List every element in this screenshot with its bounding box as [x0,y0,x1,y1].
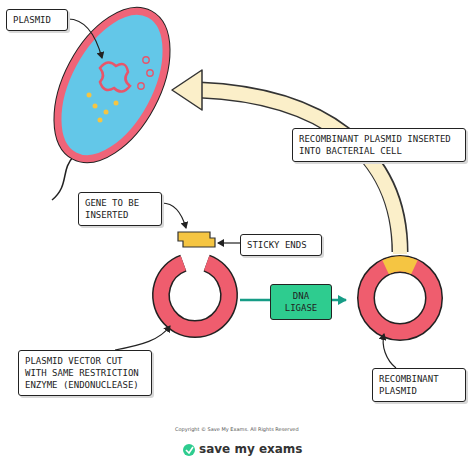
ribosome [98,118,103,123]
copyright-note: Copyright © Save My Exams. All Rights Re… [175,426,299,432]
cut-plasmid [161,263,229,329]
box-text: RECOMBINANT PLASMID [379,373,459,397]
small-plasmid [143,57,149,63]
leader-line [383,334,396,368]
logo-tick [186,447,193,453]
logo-icon [183,444,195,456]
arrow-shaft [199,90,400,254]
arrow-head [172,70,202,110]
leader-line [218,242,240,243]
ribosome [93,104,98,109]
box-text: DNA LIGASE [275,290,327,314]
small-plasmid [138,83,144,89]
ribosome [104,110,109,115]
process-box: DNA LIGASE [270,284,332,320]
callout-box: RECOMBINANT PLASMID INSERTED INTO BACTER… [292,128,466,162]
leader-line [68,19,102,58]
plasmid-ring [366,264,434,332]
callout-box: GENE TO BE INSERTED [78,192,162,226]
leader-line [162,203,186,228]
box-text: GENE TO BE INSERTED [85,197,155,221]
plasmid-outline [366,264,434,332]
callout-box: STICKY ENDS [240,234,322,256]
box-text: STICKY ENDS [247,239,315,251]
box-text: PLASMID VECTOR CUT WITH SAME RESTRICTION… [25,355,145,391]
inserted-gene [386,264,415,267]
ribosome [114,101,119,106]
ribosome [87,93,92,98]
bacterial-chromosome [100,62,130,91]
logo-text: save my exams [199,442,303,456]
leader-line [115,326,170,350]
small-plasmid [147,70,153,76]
flagellum [52,156,74,200]
box-text: RECOMBINANT PLASMID INSERTED INTO BACTER… [299,133,459,157]
logo-circle [183,444,195,456]
plasmid-outline [161,263,229,329]
recombinant-plasmid [366,264,434,332]
gene-fragment [178,232,215,247]
box-text: PLASMID [13,14,61,26]
callout-box: PLASMID [6,9,68,31]
callout-box: PLASMID VECTOR CUT WITH SAME RESTRICTION… [18,350,152,396]
callout-box: RECOMBINANT PLASMID [372,368,466,402]
plasmid-ring [161,263,229,329]
